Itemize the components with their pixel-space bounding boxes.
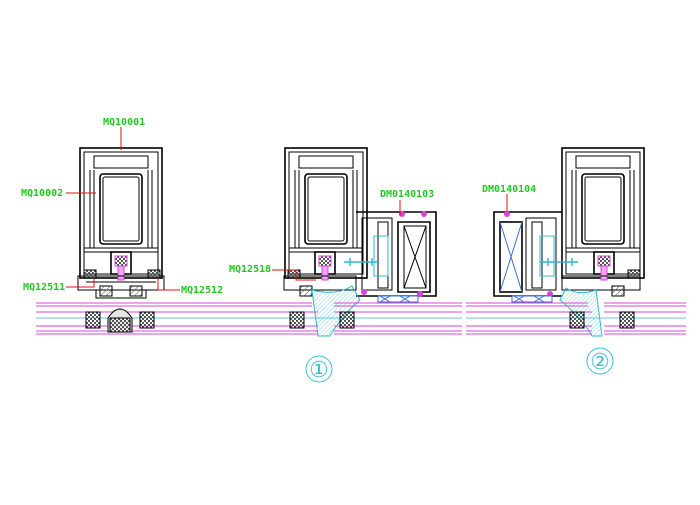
marker-option-1: ①: [309, 358, 329, 383]
label-left-clip: MQ12511: [23, 282, 65, 293]
label-vent-profile-1: DM0140103: [380, 189, 434, 200]
label-top-code: MQ10001: [103, 117, 145, 128]
label-vent-profile-2: DM0140104: [482, 184, 536, 195]
label-side-code: MQ10002: [21, 188, 63, 199]
marker-option-2: ②: [590, 350, 610, 375]
section-detail-option-2: DM0140104 ②: [466, 147, 686, 375]
label-right-clip: MQ12512: [181, 285, 223, 296]
section-detail-option-1: MQ12518 DM0140103 ①: [228, 147, 462, 383]
section-detail-base: MQ10001 MQ10002 MQ12511 MQ12512: [21, 117, 228, 335]
label-center-clip: MQ12518: [229, 264, 271, 275]
